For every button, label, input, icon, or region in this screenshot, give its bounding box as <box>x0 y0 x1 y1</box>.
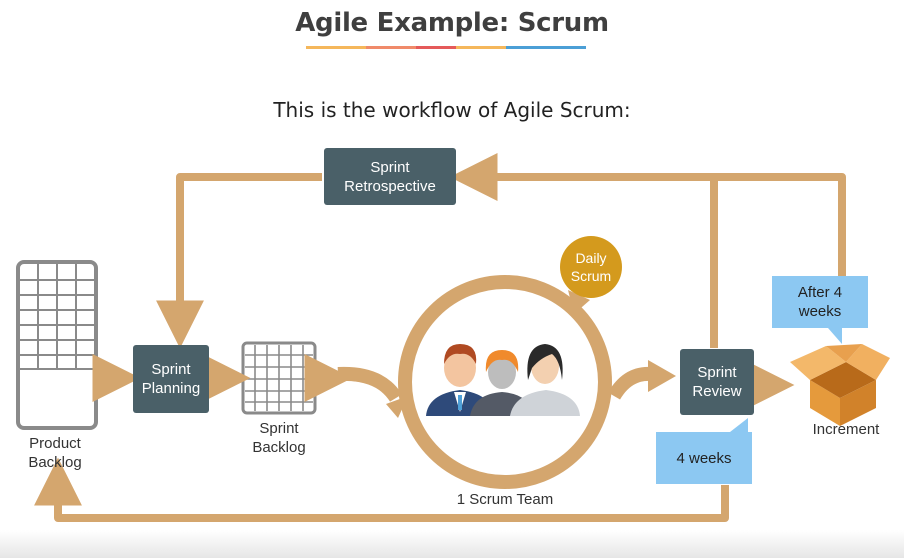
sprint-retrospective-box: Sprint Retrospective <box>324 148 456 205</box>
subtitle: This is the workflow of Agile Scrum: <box>273 98 631 122</box>
daily-scrum-label: Daily Scrum <box>570 250 612 284</box>
after-4-weeks-callout: After 4 weeks <box>772 276 868 328</box>
four-weeks-pointer <box>730 418 748 432</box>
page-title: Agile Example: Scrum <box>295 8 609 38</box>
daily-scrum-badge: Daily Scrum <box>560 236 622 298</box>
curve-out-of-team <box>607 366 653 400</box>
curve-into-team <box>337 366 402 403</box>
arrow-increment-to-retrospective <box>714 173 846 276</box>
product-backlog-label: Product Backlog <box>28 435 82 471</box>
scrum-team-label: 1 Scrum Team <box>456 491 554 508</box>
increment-box-icon <box>790 344 890 426</box>
sprint-planning-label: Sprint Planning <box>141 361 201 397</box>
sprint-retrospective-label: Sprint Retrospective <box>344 158 436 195</box>
arrow-retrospective-to-planning <box>156 173 322 349</box>
underline-segment <box>456 46 506 49</box>
arrow-loop-to-product-backlog <box>34 457 729 522</box>
bottom-fade <box>0 530 904 558</box>
underline-segment <box>366 46 416 49</box>
underline-segment <box>416 46 456 49</box>
four-weeks-callout: 4 weeks <box>656 432 752 484</box>
after-4-weeks-label: After 4 weeks <box>797 284 843 320</box>
scrum-cycle-arrowhead <box>568 290 590 314</box>
after-4-weeks-pointer <box>828 328 842 344</box>
title-underline <box>306 46 586 49</box>
sprint-planning-box: Sprint Planning <box>133 345 209 413</box>
curve-out-of-team-head <box>648 360 676 392</box>
underline-segment <box>506 46 546 49</box>
underline-segment <box>306 46 366 49</box>
sprint-review-box: Sprint Review <box>680 349 754 415</box>
sprint-review-label: Sprint Review <box>692 364 742 400</box>
underline-segment <box>546 46 586 49</box>
four-weeks-label: 4 weeks <box>676 449 732 467</box>
increment-label: Increment <box>812 421 880 438</box>
sprint-backlog-icon <box>241 341 317 415</box>
scrum-team-icon <box>426 344 580 416</box>
product-backlog-icon <box>16 260 98 430</box>
sprint-backlog-label: Sprint Backlog <box>252 420 306 456</box>
